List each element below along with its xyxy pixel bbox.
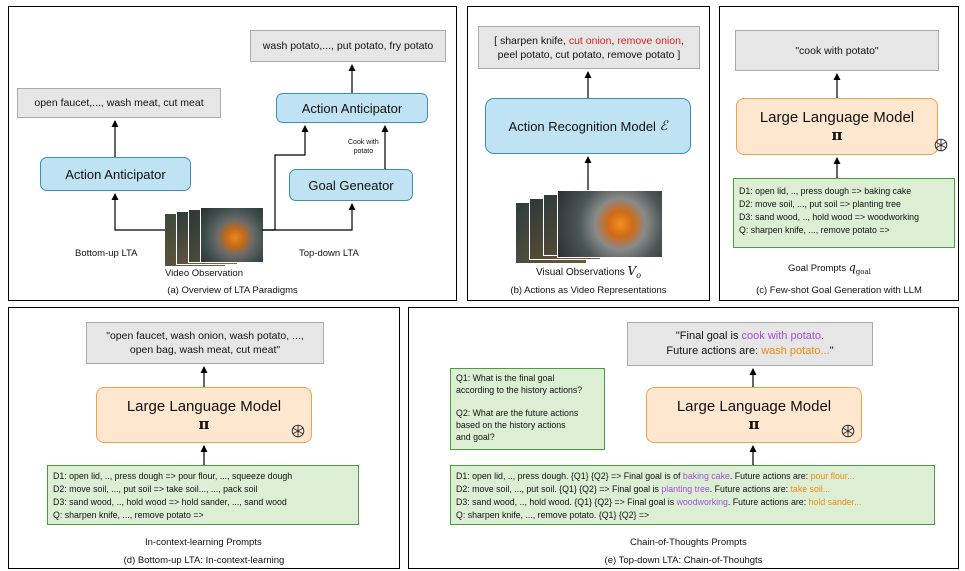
icl-prompts-box: D1: open lid, .., press dough => pour fl… <box>47 465 359 525</box>
caption-c: (c) Few-shot Goal Generation with LLM <box>756 285 922 296</box>
video-frames-a <box>164 207 264 267</box>
cot-prompts-box: D1: open lid, .., press dough. {Q1} {Q2}… <box>450 465 935 525</box>
goal-prompts-box: D1: open lid, .., press dough => baking … <box>733 178 955 248</box>
output-actions: [ sharpen knife, cut onion, remove onion… <box>478 26 700 69</box>
cot-output: "Final goal is cook with potato. Future … <box>627 322 873 366</box>
cot-questions-box: Q1: What is the final goal according to … <box>450 368 605 450</box>
goal-generator: Goal Geneator <box>289 169 413 201</box>
caption-b: (b) Actions as Video Representations <box>510 285 667 296</box>
caption-d: (d) Bottom-up LTA: In-context-learning <box>123 555 285 566</box>
goal-output: "cook with potato" <box>735 30 939 71</box>
action-anticipator-right: Action Anticipator <box>276 93 428 123</box>
visual-observations-label: Visual Observations Vo <box>536 264 642 280</box>
llm-box-c: Large Language Model π <box>736 98 938 155</box>
icl-output: "open faucet, wash onion, wash potato, .… <box>86 322 324 364</box>
llm-box-e: Large Language Model π <box>646 387 862 443</box>
cot-prompts-label: Chain-of-Thoughts Prompts <box>630 537 747 548</box>
top-down-label: Top-down LTA <box>299 248 359 259</box>
output-bottom-up: open faucet,..., wash meat, cut meat <box>17 88 221 118</box>
caption-a: (a) Overview of LTA Paradigms <box>167 285 298 296</box>
action-recognition-model: Action Recognition Model ℰ <box>485 98 691 154</box>
snowflake-icon <box>841 424 855 438</box>
video-observation-label: Video Observation <box>165 268 243 279</box>
bottom-up-label: Bottom-up LTA <box>75 248 138 259</box>
video-frames-b <box>515 190 665 264</box>
snowflake-icon <box>934 138 948 152</box>
icl-prompts-label: In-context-learning Prompts <box>145 537 262 548</box>
action-anticipator-left: Action Anticipator <box>40 157 191 191</box>
snowflake-icon <box>291 424 305 438</box>
caption-e: (e) Top-down LTA: Chain-of-Thouhgts <box>604 555 763 566</box>
goal-prompts-label: Goal Prompts qgoal <box>788 261 871 276</box>
output-top-down: wash potato,..., put potato, fry potato <box>250 30 446 62</box>
llm-box-d: Large Language Model π <box>96 387 312 443</box>
